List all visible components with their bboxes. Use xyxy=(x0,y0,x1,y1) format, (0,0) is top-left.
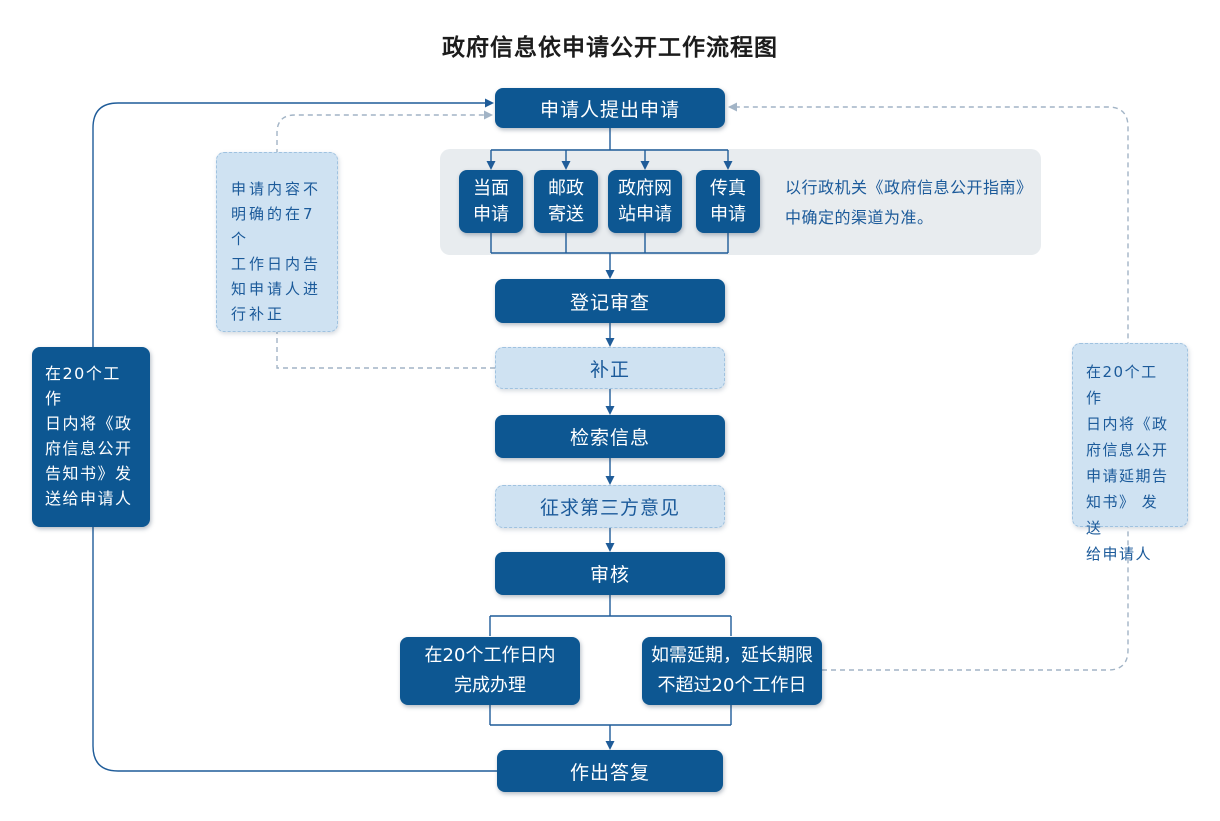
connector-channels-to-register xyxy=(490,233,729,271)
node-register-review: 登记审查 xyxy=(495,279,725,323)
arrowhead-search xyxy=(605,406,615,415)
arrowhead-extension-to-apply xyxy=(728,102,737,112)
arrowhead-channel-2 xyxy=(561,161,571,170)
arrowhead-review xyxy=(605,543,615,552)
node-channel-postal: 邮政 寄送 xyxy=(534,170,598,233)
dashed-arrowheads xyxy=(484,102,737,120)
node-apply: 申请人提出申请 xyxy=(495,88,725,128)
arrowhead-channel-3 xyxy=(640,161,650,170)
node-channel-fax: 传真 申请 xyxy=(696,170,760,233)
node-review: 审核 xyxy=(495,552,725,595)
arrowhead-supplement xyxy=(605,338,615,347)
node-channel-in-person: 当面 申请 xyxy=(459,170,523,233)
node-channel-website: 政府网 站申请 xyxy=(608,170,682,233)
connector-apply-to-channels xyxy=(490,128,729,162)
node-search-info: 检索信息 xyxy=(495,415,725,458)
arrowhead-register xyxy=(605,270,615,279)
page-title: 政府信息依申请公开工作流程图 xyxy=(442,35,778,61)
channels-note-text: 以行政机关《政府信息公开指南》 中确定的渠道为准。 xyxy=(785,178,1033,227)
connector-branches-to-reply xyxy=(489,705,732,742)
note-send-disclosure-notice: 在20个工作 日内将《政 府信息公开 告知书》发 送给申请人 xyxy=(32,347,150,527)
note-unclear-application: 申请内容不 明确的在7个 工作日内告 知申请人进 行补正 xyxy=(216,152,338,332)
solid-arrowheads xyxy=(485,98,733,750)
arrowhead-loop-to-apply xyxy=(485,98,494,108)
arrowhead-third-party xyxy=(605,476,615,485)
connector-supplement-dashed xyxy=(276,114,495,369)
node-extension: 如需延期，延长期限 不超过20个工作日 xyxy=(642,637,822,705)
arrowhead-channel-4 xyxy=(723,161,733,170)
arrowhead-reply xyxy=(605,741,615,750)
node-third-party-opinion: 征求第三方意见 xyxy=(495,485,725,528)
arrowhead-supplement-to-apply xyxy=(484,110,493,120)
connector-review-split xyxy=(489,595,732,636)
arrowhead-channel-1 xyxy=(486,161,496,170)
note-extension-notice: 在20个工作 日内将《政 府信息公开 申请延期告 知书》 发送 给申请人 xyxy=(1072,343,1188,563)
node-supplement: 补正 xyxy=(495,347,725,389)
node-reply: 作出答复 xyxy=(497,750,723,792)
node-complete-in-20-days: 在20个工作日内 完成办理 xyxy=(400,637,580,705)
